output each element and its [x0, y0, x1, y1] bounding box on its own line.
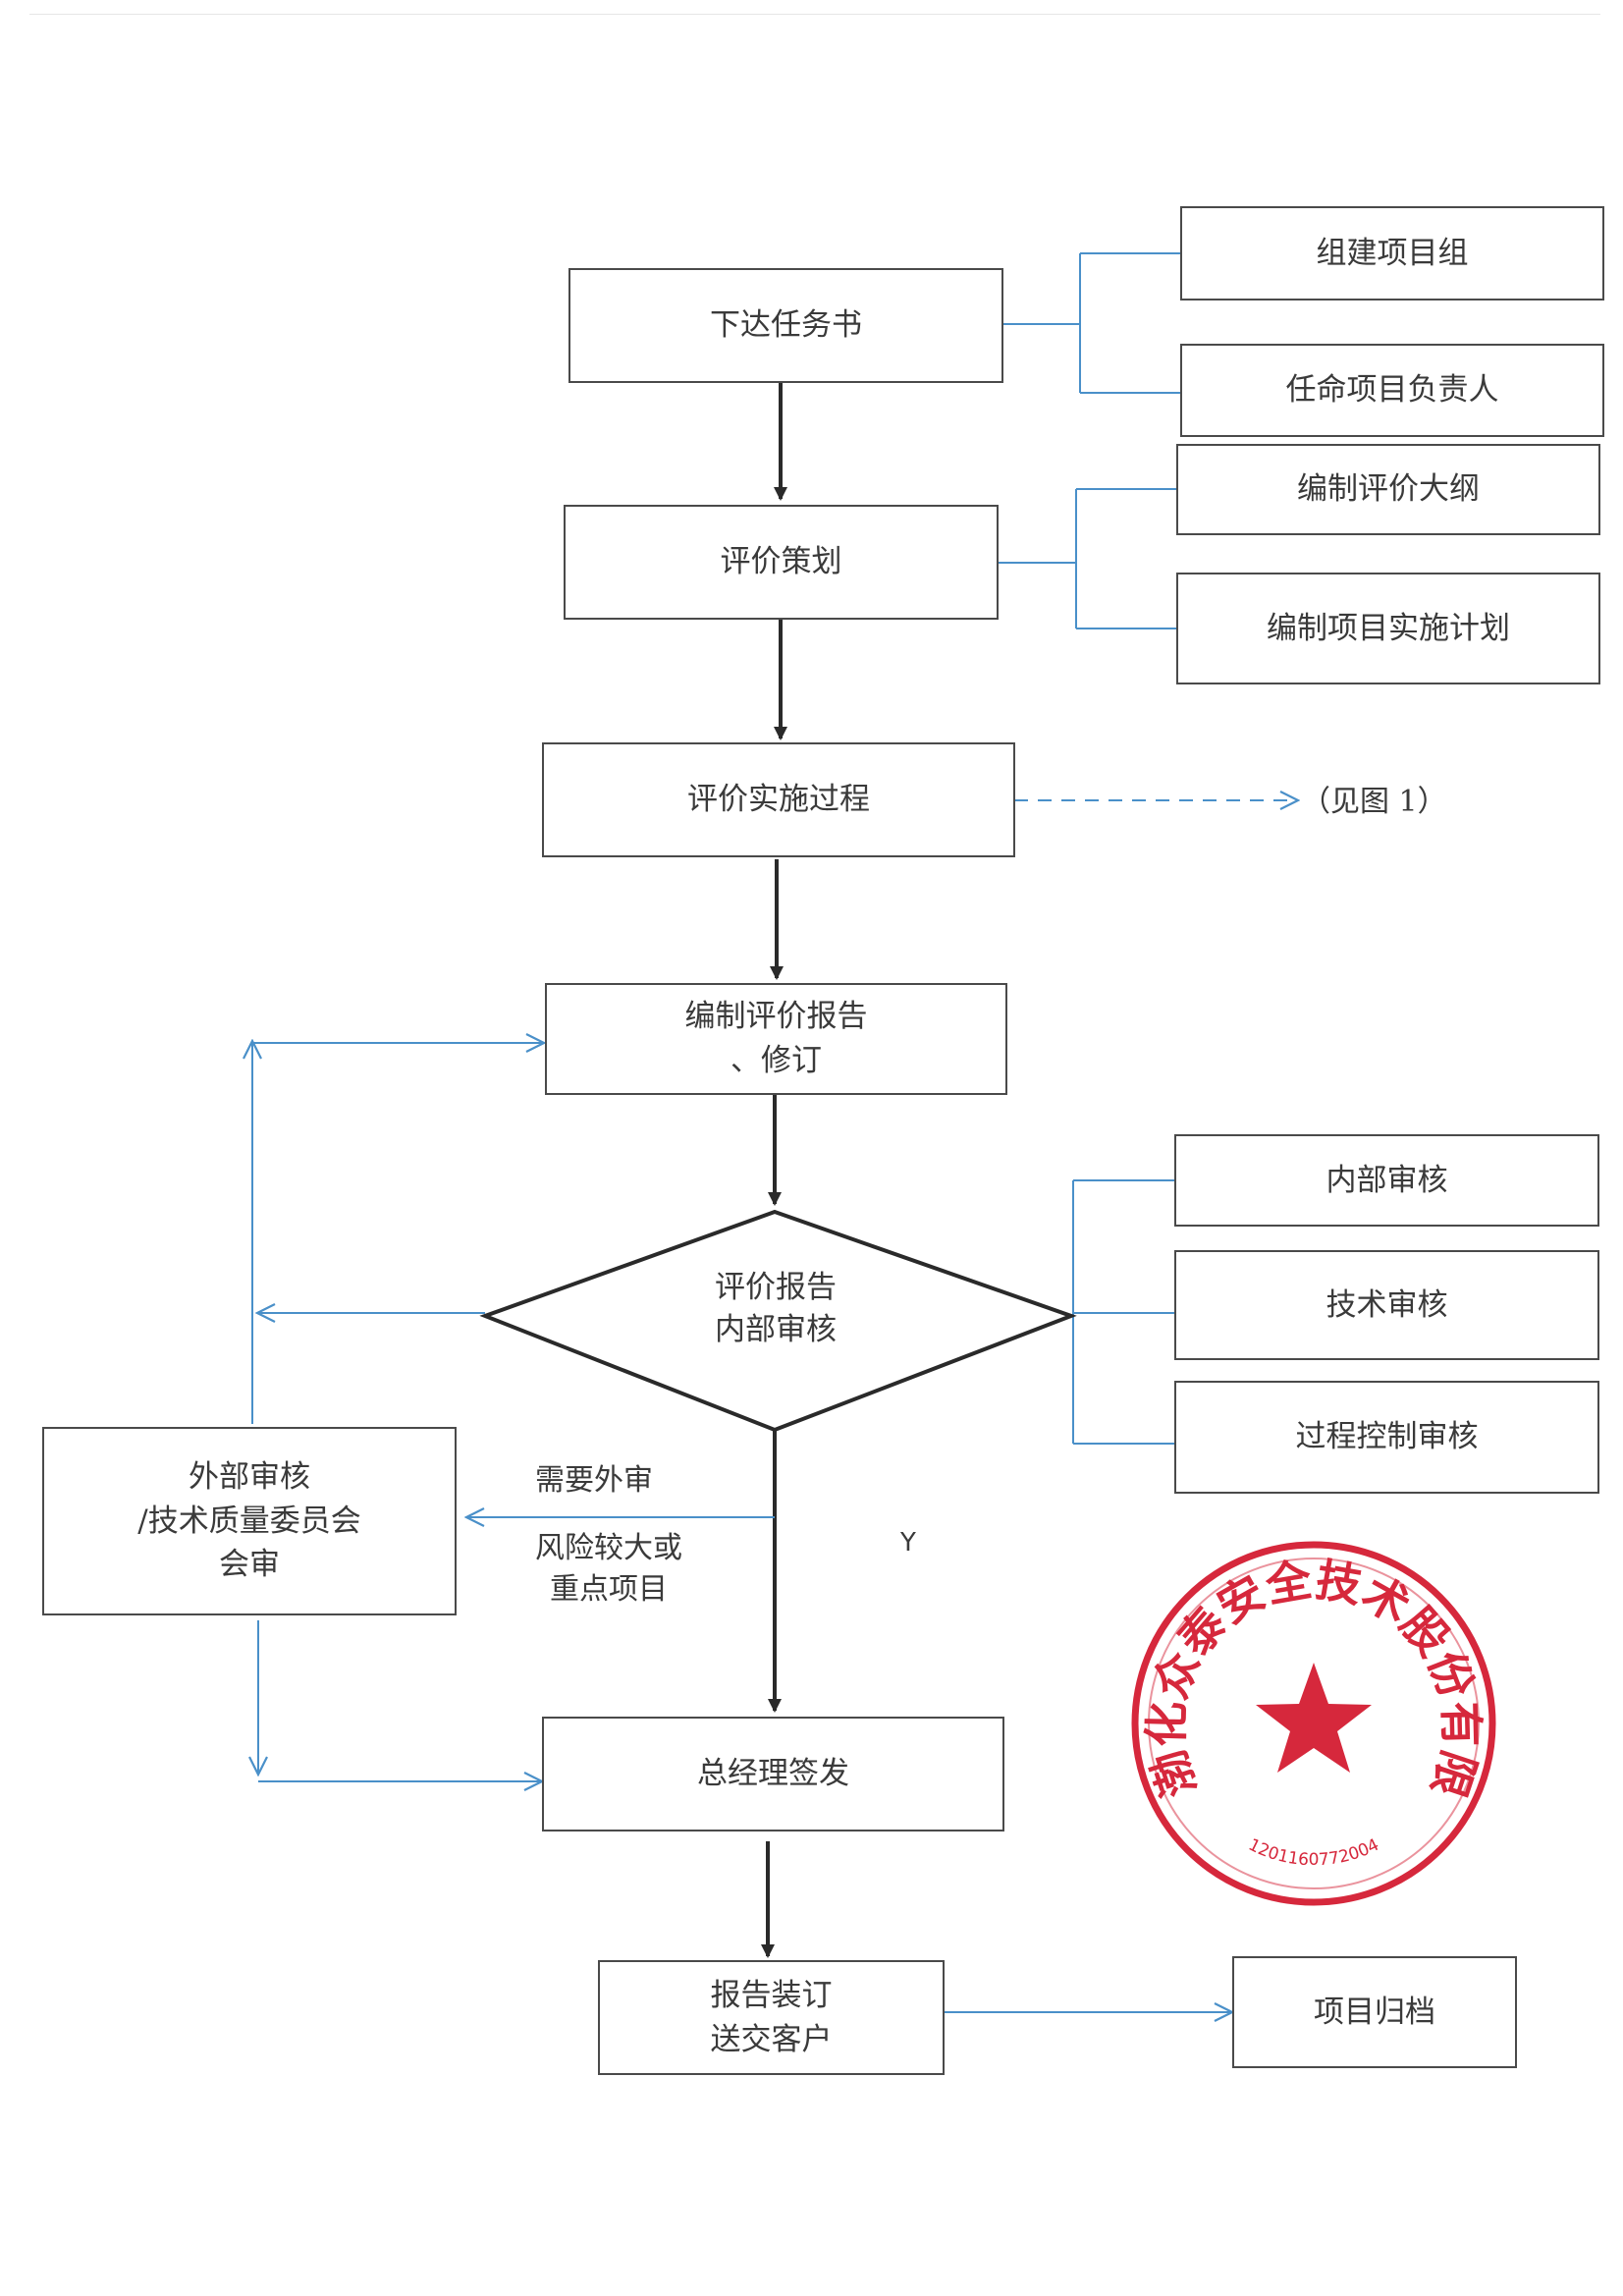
internal-audit-box[interactable]: 内部审核 [1174, 1134, 1599, 1227]
needs-external-label: 需要外审 [535, 1463, 653, 1498]
compile-report-box[interactable]: 编制评价报告 、修订 [545, 983, 1007, 1095]
appoint-leader-box[interactable]: 任命项目负责人 [1180, 344, 1604, 437]
gm-approval-box[interactable]: 总经理签发 [542, 1717, 1004, 1831]
bind-deliver-box[interactable]: 报告装订 送交客户 [598, 1960, 945, 2075]
eval-process-box[interactable]: 评价实施过程 [542, 742, 1015, 857]
high-risk-label: 风险较大或 重点项目 [535, 1531, 682, 1607]
form-team-box[interactable]: 组建项目组 [1180, 206, 1604, 301]
compile-outline-box[interactable]: 编制评价大纲 [1176, 444, 1600, 535]
external-review-box[interactable]: 外部审核 /技术质量委员会 会审 [42, 1427, 457, 1615]
compile-plan-box[interactable]: 编制项目实施计划 [1176, 573, 1600, 684]
process-control-audit-box[interactable]: 过程控制审核 [1174, 1381, 1599, 1494]
issue-task-box[interactable]: 下达任务书 [568, 268, 1003, 383]
decision-diamond [479, 1209, 1077, 1433]
eval-planning-box[interactable]: 评价策划 [564, 505, 999, 620]
decision-label: 评价报告 内部审核 [715, 1270, 837, 1348]
technical-audit-box[interactable]: 技术审核 [1174, 1250, 1599, 1360]
see-figure-label: （见图 1） [1301, 785, 1447, 819]
archive-box[interactable]: 项目归档 [1232, 1956, 1517, 2068]
company-seal: 天津渤化众泰安全技术股份有限公司 1201160772004 [1131, 1541, 1496, 1906]
page-top-rule [29, 14, 1600, 15]
seal-code: 1201160772004 [1245, 1835, 1382, 1870]
yes-label: Y [900, 1528, 916, 1558]
